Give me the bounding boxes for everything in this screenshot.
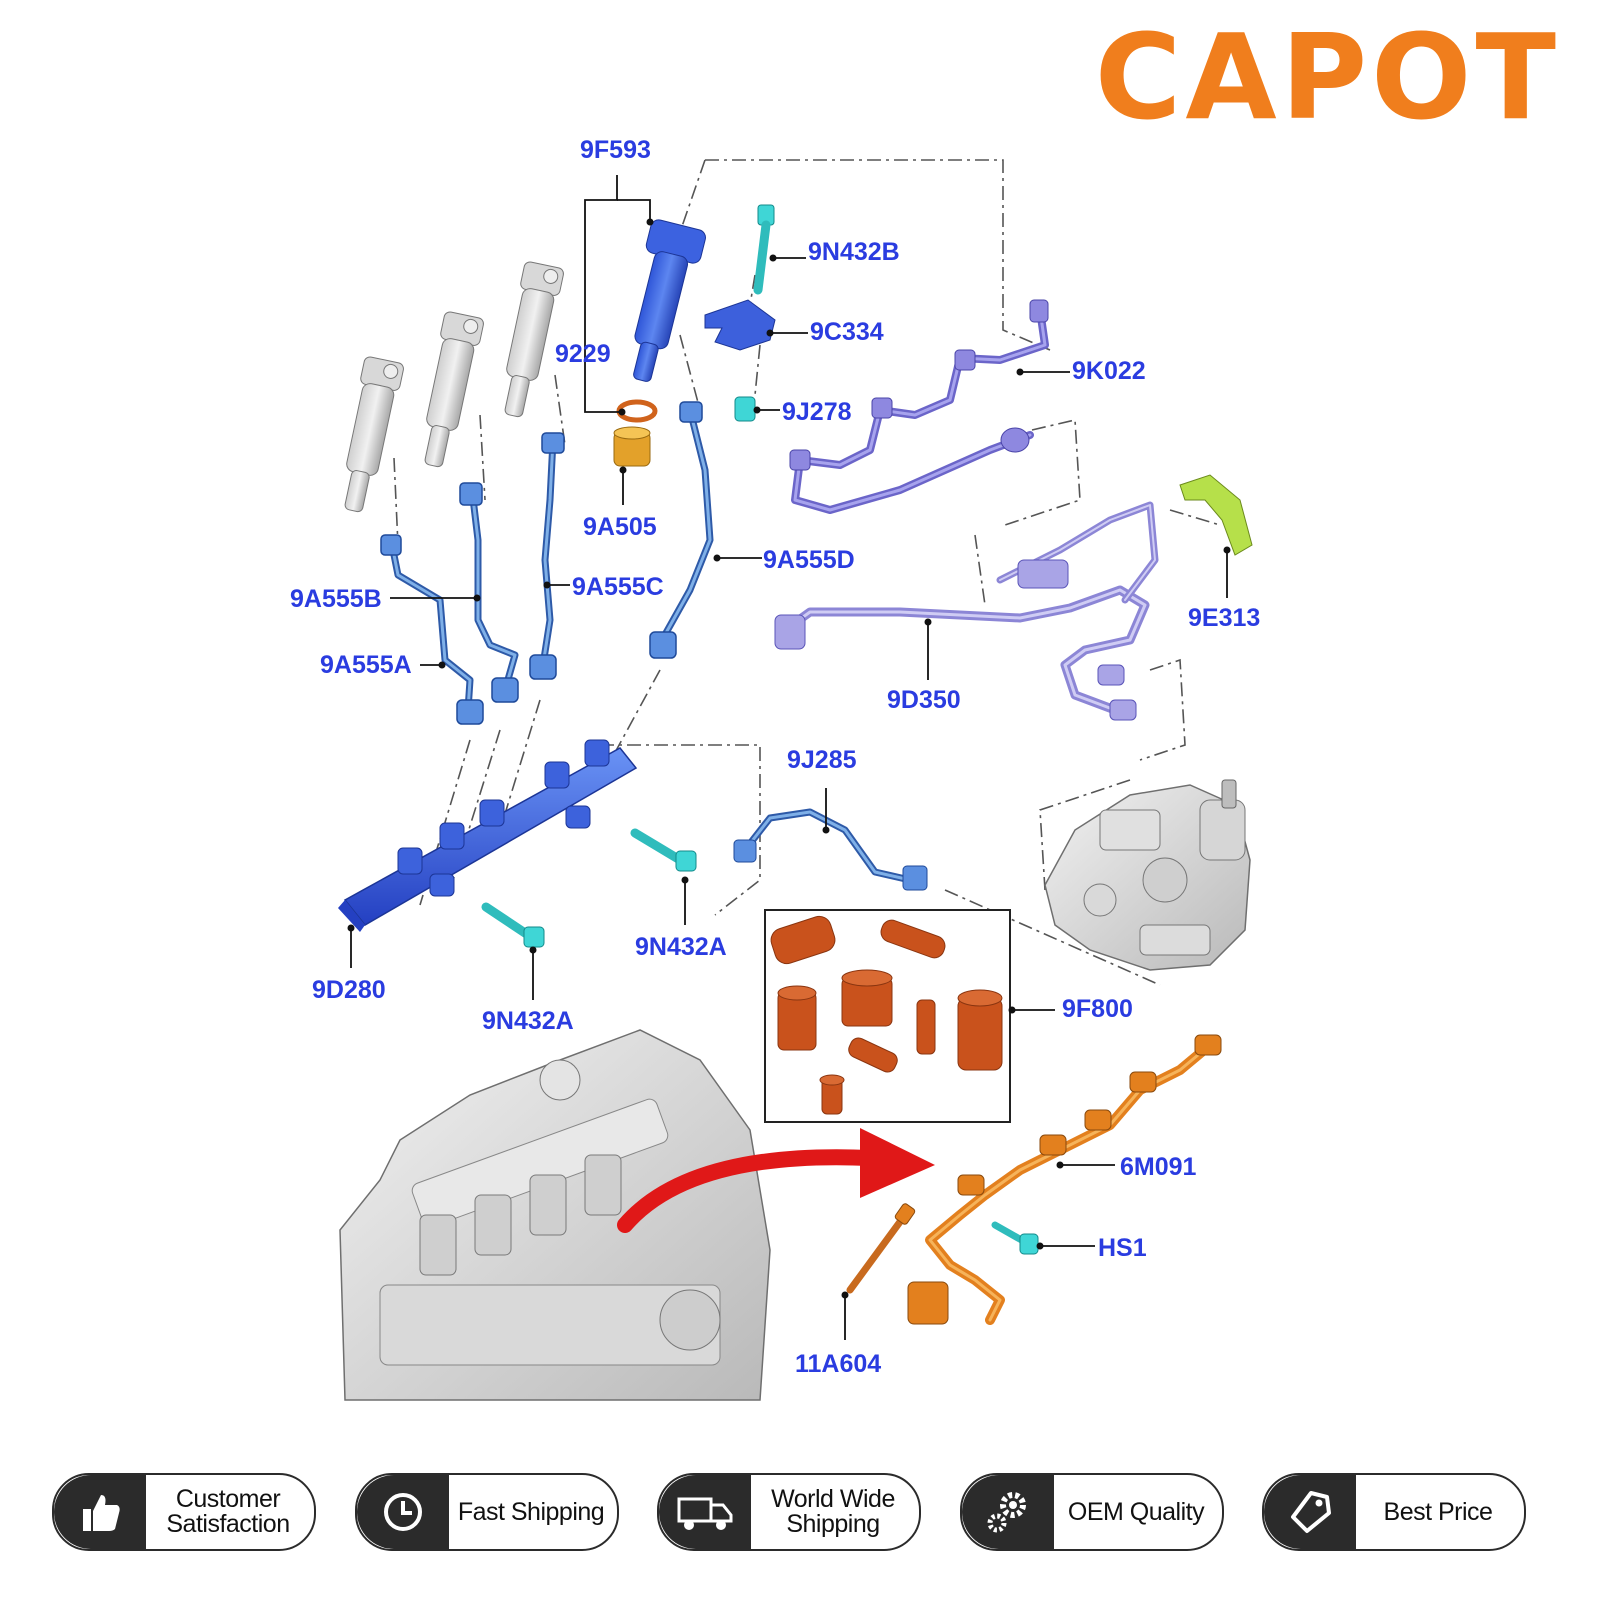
label-9N432B: 9N432B — [808, 238, 900, 266]
truck-icon — [659, 1475, 751, 1549]
label-9J278: 9J278 — [782, 398, 852, 426]
label-9F593: 9F593 — [580, 136, 651, 164]
injector-seal-sleeve — [613, 426, 651, 467]
label-9D280: 9D280 — [312, 976, 386, 1004]
label-9A555D: 9A555D — [763, 546, 855, 574]
fuel-line-9A555A-inner — [390, 543, 472, 712]
pipe-bracket-9E313 — [1179, 474, 1253, 556]
clamp-nut — [734, 396, 756, 422]
label-6M091: 6M091 — [1120, 1153, 1197, 1181]
injector-blue — [633, 219, 706, 382]
parts-diagram — [338, 159, 1253, 1401]
rail-bolt-lower — [481, 902, 545, 948]
high-pressure-pump — [1044, 779, 1251, 971]
label-11A604: 11A604 — [795, 1350, 882, 1378]
label-9D350: 9D350 — [887, 686, 961, 714]
badge-fast-shipping: Fast Shipping — [355, 1473, 619, 1551]
label-HS1: HS1 — [1098, 1234, 1147, 1262]
label-9A555A: 9A555A — [320, 651, 412, 679]
label-9F800: 9F800 — [1062, 995, 1133, 1023]
label-9C334: 9C334 — [810, 318, 884, 346]
thumbs-up-icon — [54, 1475, 146, 1549]
engine-block — [339, 1029, 771, 1401]
clamp-bolt — [753, 204, 775, 295]
badge-best-price-text: Best Price — [1383, 1497, 1493, 1526]
injector-gray-2 — [424, 311, 484, 468]
badge-customer-satisfaction: Customer Satisfaction — [52, 1473, 316, 1551]
fuel-feed-pipe-9D350 — [780, 501, 1159, 715]
glow-plug — [846, 1203, 916, 1294]
label-9J285: 9J285 — [787, 746, 857, 774]
fuel-line-9A555C-inner — [541, 438, 555, 667]
badge-fast-shipping-text: Fast Shipping — [457, 1497, 605, 1526]
capot-logo: CAPOT — [1094, 8, 1560, 146]
badge-world-wide-shipping-text: World Wide Shipping — [771, 1485, 895, 1538]
injector-clamp — [704, 299, 776, 351]
price-tag-icon — [1264, 1475, 1356, 1549]
red-arrow — [617, 1128, 935, 1233]
fuel-line-9A555D — [658, 406, 714, 644]
label-9E313: 9E313 — [1188, 604, 1261, 632]
injector-gray-1 — [344, 356, 404, 513]
badge-oem-quality: OEM Quality — [960, 1473, 1224, 1551]
label-9K022: 9K022 — [1072, 357, 1146, 385]
fuel-rail — [338, 739, 638, 932]
injector-gray-3 — [504, 261, 564, 418]
label-9A505: 9A505 — [583, 513, 657, 541]
badge-world-wide-shipping: World Wide Shipping — [657, 1473, 921, 1551]
badge-customer-satisfaction-text: Customer Satisfaction — [166, 1485, 290, 1538]
pump-to-rail-line — [741, 808, 914, 884]
label-9A555C: 9A555C — [572, 573, 664, 601]
harness-bolt — [991, 1221, 1039, 1255]
label-9A555B: 9A555B — [290, 585, 382, 613]
fuel-line-9A555B-inner — [470, 488, 517, 692]
gears-icon — [962, 1475, 1054, 1549]
rail-bolt-upper — [630, 828, 697, 872]
fuel-line-9A555A — [388, 541, 474, 714]
return-pipe-9K022 — [791, 306, 1049, 514]
label-9N432A-mid: 9N432A — [635, 933, 727, 961]
fuel-line-9A555D-inner — [660, 408, 712, 642]
label-9N432A-low: 9N432A — [482, 1007, 574, 1035]
label-9229: 9229 — [555, 340, 611, 368]
seal-kit-box — [764, 909, 1011, 1123]
badge-oem-quality-text: OEM Quality — [1067, 1497, 1205, 1526]
clock-icon — [357, 1475, 449, 1549]
badge-best-price: Best Price — [1262, 1473, 1526, 1551]
